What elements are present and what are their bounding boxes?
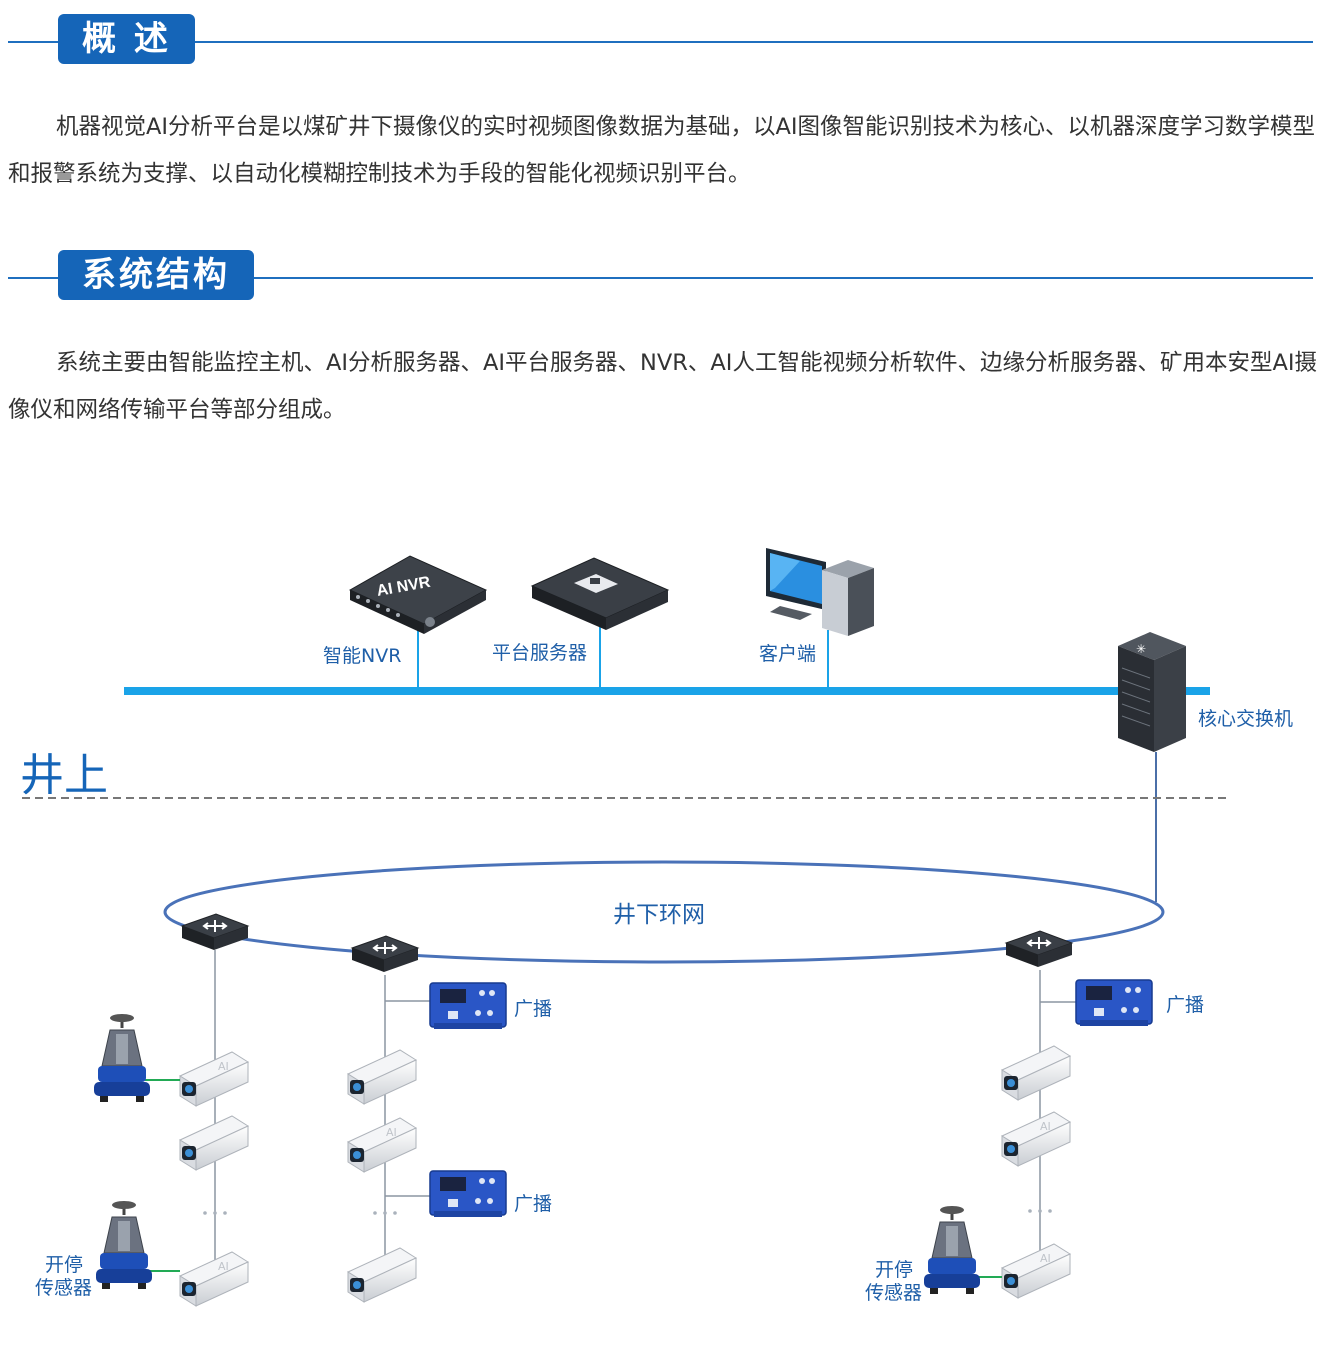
ring-switch-icon (351, 935, 419, 973)
ai-camera-icon (347, 1117, 417, 1173)
camera-ai-mark: AI (1040, 1120, 1051, 1133)
start-stop-sensor-icon (922, 1204, 982, 1296)
camera-ai-mark: AI (218, 1260, 229, 1273)
nvr-icon: AI NVR (348, 555, 488, 634)
sensor-label-line1: 开停 (875, 1259, 913, 1281)
ai-camera-icon (179, 1251, 249, 1307)
section-divider (8, 41, 1313, 43)
structure-paragraph: 系统主要由智能监控主机、AI分析服务器、AI平台服务器、NVR、AI人工智能视频… (8, 350, 1317, 423)
core-switch-icon: ✳ (1118, 632, 1186, 752)
overview-paragraph: 机器视觉AI分析平台是以煤矿井下摄像仪的实时视频图像数据为基础，以AI图像智能识… (8, 114, 1316, 187)
ai-camera-icon (347, 1247, 417, 1303)
sensor-label-line2: 传感器 (35, 1277, 92, 1299)
broadcast-label: 广播 (514, 1193, 552, 1215)
section-header-structure: 系统结构 (0, 250, 1339, 306)
client-pc-icon (766, 548, 874, 636)
ring-switch-icon (1005, 930, 1073, 968)
core-switch-label: 核心交换机 (1198, 708, 1293, 730)
platform-server-label: 平台服务器 (492, 642, 587, 664)
broadcast-label: 广播 (514, 998, 552, 1020)
ai-camera-icon (347, 1049, 417, 1105)
sensor-label-line1: 开停 (45, 1254, 83, 1276)
ai-camera-icon (1001, 1045, 1071, 1101)
section-header-overview: 概 述 (0, 14, 1339, 70)
svg-text:✳: ✳ (1136, 642, 1146, 656)
ring-switch-icon (181, 913, 249, 951)
ring-label: 井下环网 (613, 902, 705, 928)
start-stop-sensor-icon (94, 1199, 154, 1291)
underground-ring (163, 860, 1165, 964)
section-title-overview: 概 述 (58, 14, 195, 64)
client-label: 客户端 (759, 643, 816, 665)
ai-camera-icon (1001, 1111, 1071, 1167)
broadcast-icon (1075, 979, 1153, 1027)
backbone-bus (124, 687, 1210, 695)
surface-label: 井上 (20, 750, 108, 801)
start-stop-sensor-icon (92, 1012, 152, 1104)
broadcast-label: 广播 (1166, 994, 1204, 1016)
section-divider (8, 277, 1313, 279)
ai-camera-icon (179, 1115, 249, 1171)
ai-camera-icon (1001, 1243, 1071, 1299)
sensor-label-line2: 传感器 (865, 1282, 922, 1304)
platform-server-icon (530, 557, 670, 630)
camera-ai-mark: AI (218, 1060, 229, 1073)
nvr-label: 智能NVR (323, 645, 401, 667)
camera-ai-mark: AI (386, 1126, 397, 1139)
ai-camera-icon (179, 1051, 249, 1107)
camera-ai-mark: AI (1040, 1252, 1051, 1265)
section-title-structure: 系统结构 (58, 250, 254, 300)
broadcast-icon (429, 982, 507, 1030)
broadcast-icon (429, 1170, 507, 1218)
